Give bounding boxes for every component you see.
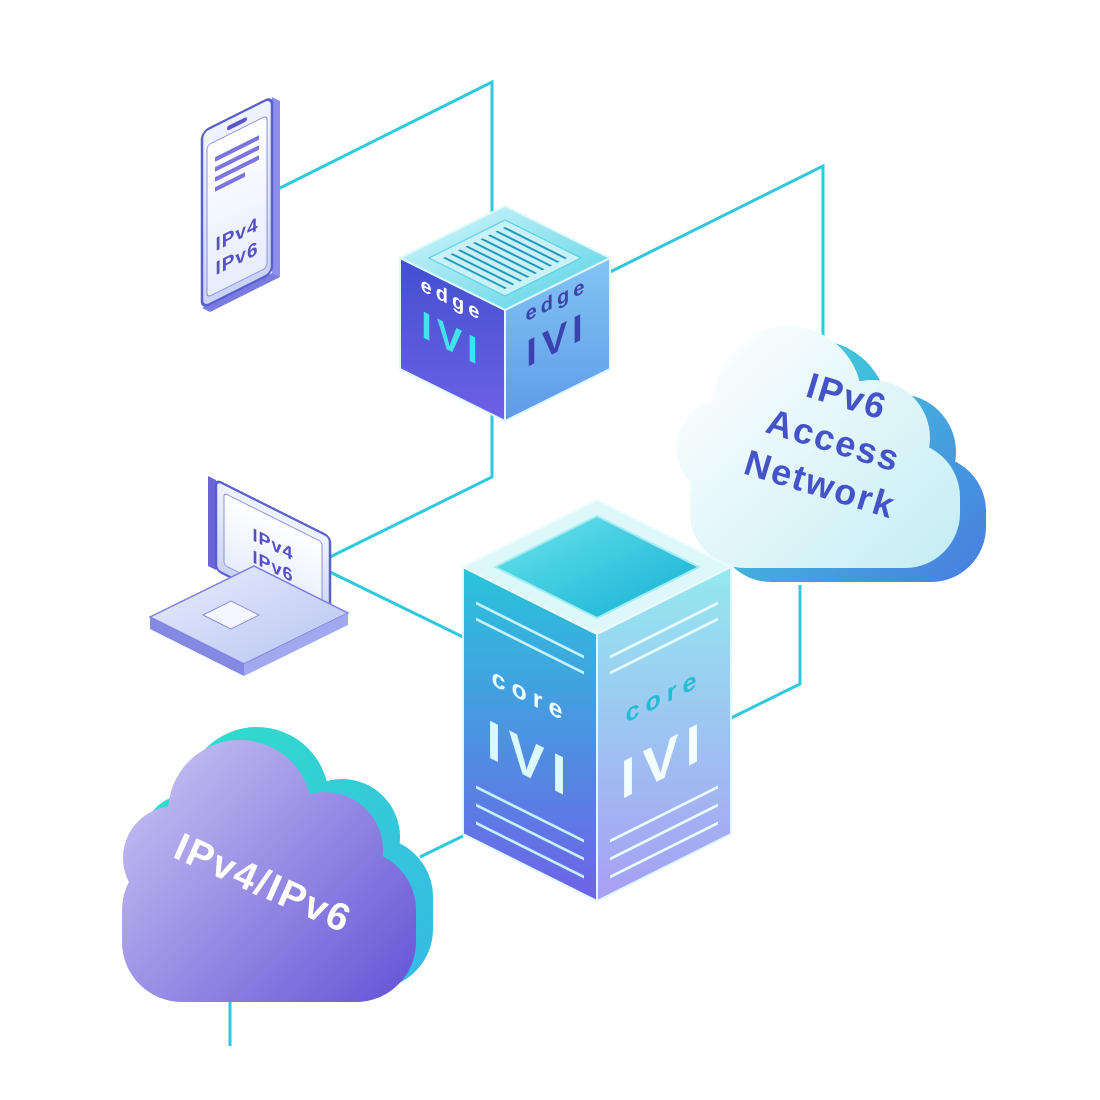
- laptop-screen-edge: [208, 476, 216, 570]
- ipv4-ipv6-cloud: IPv4/IPv6: [122, 727, 433, 1002]
- connector-laptop-to-core: [329, 570, 464, 639]
- core-top-panel: [494, 515, 700, 619]
- core-right-bottom-stripes: [610, 785, 718, 879]
- core-right-top-stripes: [610, 601, 718, 675]
- smartphone: IPv4 IPv6: [200, 97, 280, 312]
- core-left-top-stripes: [476, 601, 584, 675]
- connector-access-cloud-to-core: [730, 585, 802, 720]
- core-router-box: core IVI core IVI: [462, 499, 732, 902]
- connector-edge-to-laptop: [329, 415, 494, 559]
- laptop: IPv4 IPv6: [148, 476, 350, 676]
- laptop-base-front-right: [244, 613, 348, 676]
- connector-phone-to-edge: [271, 79, 494, 214]
- phone-side-face: [272, 97, 280, 277]
- phone-screen-text-lines: [215, 135, 259, 192]
- internet-cloud-body: [122, 740, 416, 1002]
- access-cloud-body: [676, 326, 960, 568]
- connector-core-to-internet-cloud: [419, 834, 464, 859]
- laptop-base-front-left: [150, 617, 244, 676]
- phone-speaker-icon: [227, 117, 247, 131]
- ipv6-access-cloud: IPv6 Access Network: [676, 326, 986, 582]
- edge-cube-top-vents: [427, 219, 583, 297]
- phone-bottom-face: [202, 273, 280, 312]
- connector-lines: [228, 79, 825, 1046]
- core-left-bottom-stripes: [476, 785, 584, 879]
- laptop-trackpad: [201, 600, 261, 630]
- edge-router-cube: edge IVI edge IVI: [399, 205, 611, 422]
- connector-edge-to-access-cloud: [609, 163, 825, 340]
